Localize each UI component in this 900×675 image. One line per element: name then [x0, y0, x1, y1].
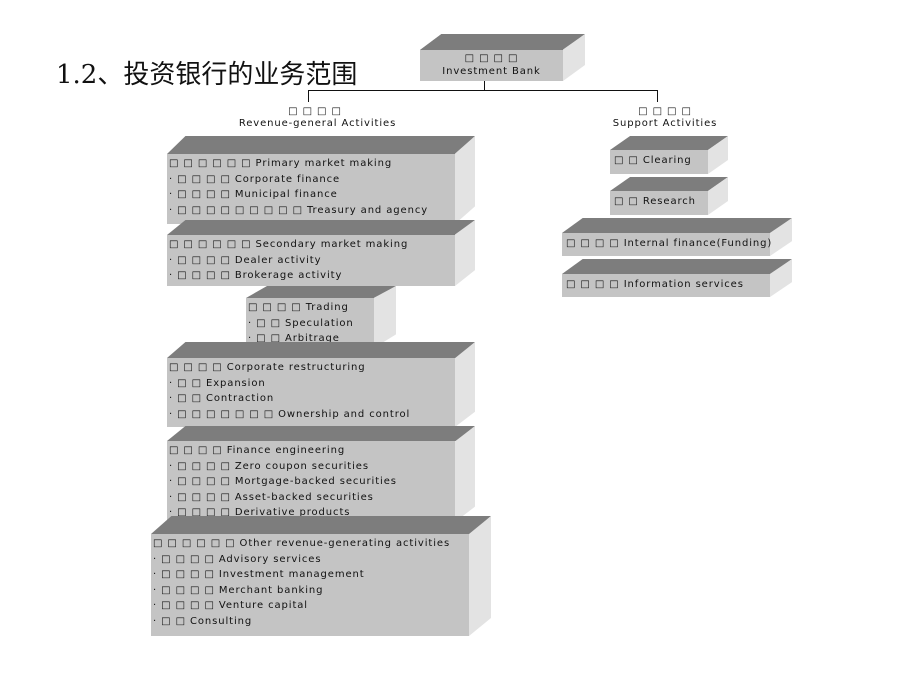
- block-line: · □ □ □ □ Dealer activity: [169, 254, 322, 266]
- block-line: · □ □ □ □ Asset-backed securities: [169, 491, 374, 503]
- block-line: · □ □ □ □ Advisory services: [153, 553, 322, 565]
- block-line: · □ □ □ □ Mortgage-backed securities: [169, 476, 397, 487]
- revenue-block-other-revenue: □ □ □ □ □ □ Other revenue-generating act…: [151, 516, 491, 636]
- block-line: · □ □ □ □ Venture capital: [153, 600, 308, 611]
- revenue-branch-label: Revenue-general Activities: [238, 118, 397, 129]
- block-line: □ □ □ □ □ □ Secondary market making: [169, 239, 409, 250]
- revenue-block-finance-engineering: □ □ □ □ Finance engineering · □ □ □ □ Ze…: [167, 426, 475, 522]
- revenue-block-primary-market: □ □ □ □ □ □ Primary market making · □ □ …: [167, 136, 475, 224]
- block-line: □ □ □ □ □ □ Other revenue-generating act…: [153, 538, 451, 549]
- block-line: · □ □ Arbitrage: [248, 333, 340, 344]
- connector-right-down: [657, 90, 658, 102]
- investment-bank-glyphs: □ □ □ □: [464, 53, 519, 64]
- block-line: □ □ □ □ □ □ Primary market making: [169, 158, 393, 169]
- block-line: · □ □ □ □ Investment management: [153, 569, 365, 580]
- connector-left-down: [308, 90, 309, 102]
- block-line: · □ □ □ □ □ □ □ □ □ Treasury and agency: [169, 204, 429, 216]
- support-block-research: □ □ Research: [610, 177, 728, 215]
- investment-bank-box: □ □ □ □ Investment Bank: [420, 34, 585, 81]
- revenue-branch-glyphs: □ □ □ □: [288, 106, 342, 117]
- support-block-information-services: □ □ □ □ Information services: [562, 259, 792, 297]
- block-line: □ □ □ □ Corporate restructuring: [169, 362, 366, 373]
- support-branch-glyphs: □ □ □ □: [638, 106, 692, 117]
- revenue-block-trading: □ □ □ □ Trading · □ □ Speculation · □ □ …: [246, 286, 396, 348]
- block-line: · □ □ □ □ Zero coupon securities: [169, 460, 369, 472]
- investment-bank-label: Investment Bank: [442, 66, 541, 77]
- support-branch-label: Support Activities: [612, 118, 718, 129]
- revenue-block-lines: □ □ □ □ Corporate restructuring · □ □ Ex…: [169, 360, 410, 422]
- block-line: · □ □ □ □ Corporate finance: [169, 173, 341, 185]
- block-line: · □ □ Consulting: [153, 615, 253, 627]
- block-line: □ □ □ □ Finance engineering: [169, 445, 346, 456]
- connector-root-down: [484, 81, 485, 91]
- revenue-block-lines: □ □ □ □ Finance engineering · □ □ □ □ Ze…: [169, 443, 397, 521]
- block-line: · □ □ □ □ Municipal finance: [169, 189, 338, 200]
- support-label: □ □ Research: [614, 196, 696, 207]
- block-line: · □ □ □ □ Merchant banking: [153, 584, 324, 596]
- block-line: · □ □ Speculation: [248, 317, 354, 329]
- support-block-internal-finance: □ □ □ □ Internal finance(Funding): [562, 218, 792, 256]
- revenue-block-lines: □ □ □ □ □ □ Other revenue-generating act…: [153, 536, 450, 629]
- block-line: □ □ □ □ Trading: [248, 302, 349, 313]
- revenue-block-secondary-market: □ □ □ □ □ □ Secondary market making · □ …: [167, 220, 475, 286]
- revenue-block-lines: □ □ □ □ □ □ Secondary market making · □ …: [169, 237, 408, 284]
- slide-title: 1.2、投资银行的业务范围: [56, 60, 358, 90]
- support-label: □ □ □ □ Internal finance(Funding): [566, 238, 773, 249]
- block-line: · □ □ □ □ Derivative products: [169, 507, 351, 518]
- support-block-clearing: □ □ Clearing: [610, 136, 728, 174]
- support-label: □ □ □ □ Information services: [566, 279, 744, 290]
- support-label: □ □ Clearing: [614, 155, 692, 166]
- block-line: · □ □ □ □ □ □ □ Ownership and control: [169, 408, 411, 420]
- block-line: · □ □ □ □ Brokerage activity: [169, 270, 343, 281]
- revenue-block-lines: □ □ □ □ Trading · □ □ Speculation · □ □ …: [248, 300, 354, 347]
- block-line: · □ □ Expansion: [169, 377, 266, 389]
- revenue-block-lines: □ □ □ □ □ □ Primary market making · □ □ …: [169, 156, 428, 218]
- connector-horizontal: [308, 90, 658, 91]
- revenue-block-corporate-restructuring: □ □ □ □ Corporate restructuring · □ □ Ex…: [167, 342, 475, 427]
- block-line: · □ □ Contraction: [169, 393, 275, 404]
